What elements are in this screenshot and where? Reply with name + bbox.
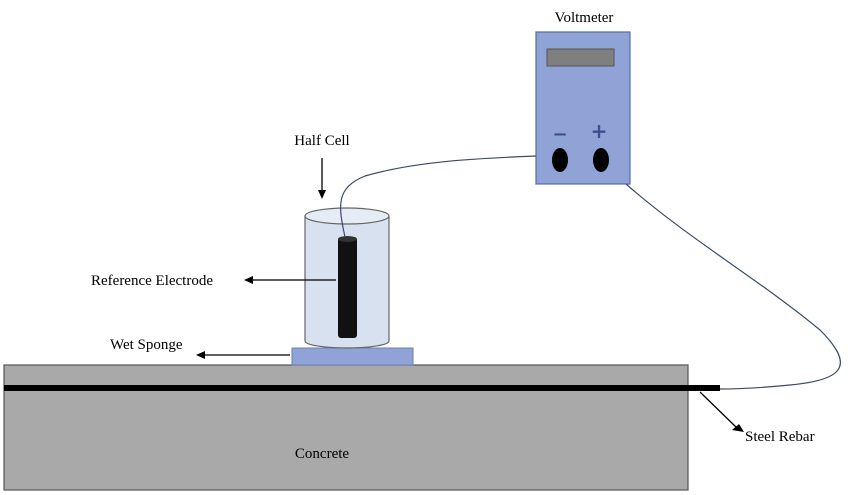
reference-electrode-cap: [338, 236, 357, 242]
steel-rebar: [4, 385, 720, 391]
reference-electrode-arrowhead: [244, 276, 253, 284]
half-cell-top: [304, 207, 390, 225]
voltmeter-negative-terminal[interactable]: [552, 148, 568, 172]
half-cell-label: Half Cell: [294, 133, 349, 149]
voltmeter-positive-terminal[interactable]: [593, 148, 609, 172]
concrete-label: Concrete: [295, 446, 349, 462]
wet-sponge: [291, 347, 414, 366]
wet-sponge-arrowhead: [196, 351, 205, 359]
wet-sponge-label: Wet Sponge: [110, 337, 183, 353]
steel-rebar-label: Steel Rebar: [745, 429, 815, 445]
concrete-slab: [3, 364, 689, 491]
reference-electrode-label: Reference Electrode: [91, 273, 213, 289]
steel-rebar-arrowhead: [732, 424, 744, 432]
voltmeter-label: Voltmeter: [555, 10, 614, 26]
wire-electrode-to-negative: [340, 155, 537, 238]
voltmeter-negative-sign: −: [552, 124, 567, 145]
steel-rebar-pointer: [699, 391, 738, 429]
voltmeter-screen: [546, 48, 615, 67]
voltmeter-positive-sign: +: [591, 119, 608, 143]
reference-electrode: [338, 237, 357, 338]
wire-rebar-to-positive: [625, 183, 841, 390]
half-cell-arrowhead: [318, 190, 326, 199]
